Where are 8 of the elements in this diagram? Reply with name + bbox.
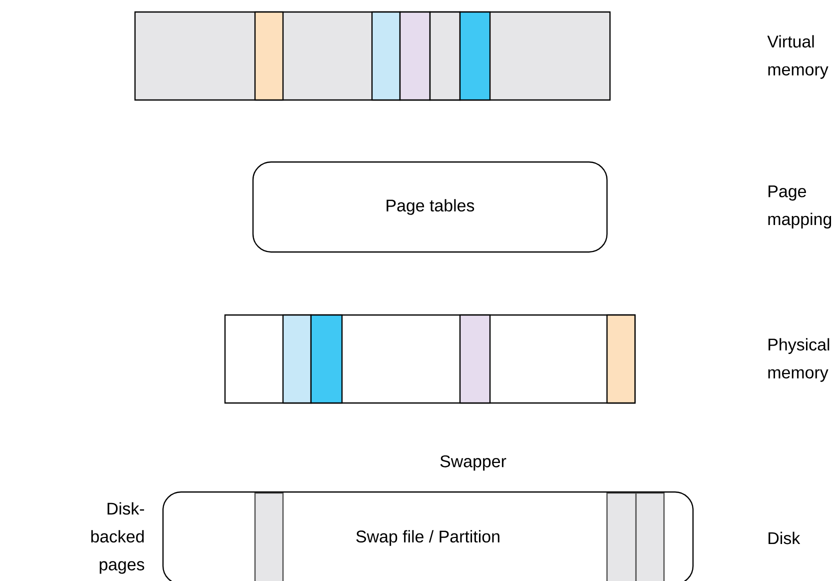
label: Physical memory: [768, 338, 830, 382]
rounded-box: Page tables: [252, 161, 608, 253]
label: Virtual memory: [767, 35, 828, 79]
rounded-box: Swap file / Partition: [162, 491, 694, 581]
label: Disk-backed pages: [91, 502, 144, 574]
label: Page mapping: [768, 185, 832, 229]
label: Swapper: [440, 455, 506, 471]
label: Disk: [768, 532, 800, 544]
